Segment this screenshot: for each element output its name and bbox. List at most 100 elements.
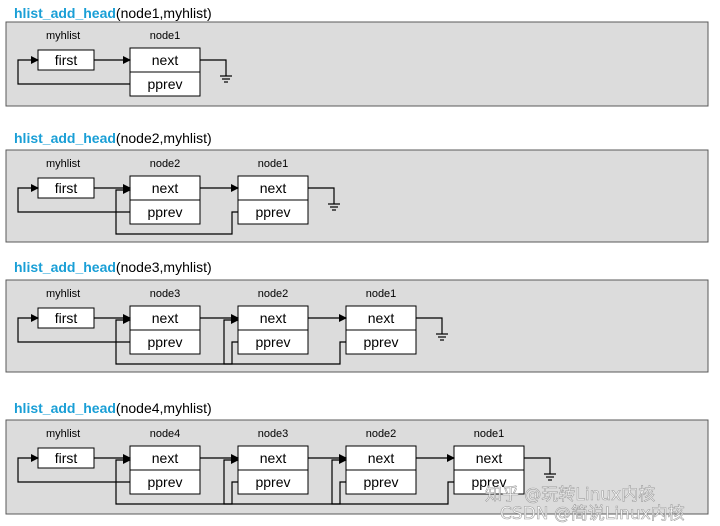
pprev-to-prev-next-arrow — [331, 456, 454, 505]
function-name: hlist_add_head — [14, 400, 116, 416]
panel-title: hlist_add_head(node4,myhlist) — [14, 400, 212, 416]
node-label: node1 — [474, 428, 505, 440]
panel-2: hlist_add_head(node2,myhlist)myhlistfirs… — [5, 130, 709, 243]
function-name: hlist_add_head — [14, 5, 116, 21]
node-label: node1 — [258, 158, 289, 170]
function-args: (node2,myhlist) — [116, 130, 212, 146]
function-args: (node1,myhlist) — [116, 5, 212, 21]
pprev-to-prev-next-arrow — [115, 316, 238, 365]
pprev-to-prev-next-arrow — [115, 186, 238, 235]
pprev-box — [345, 329, 417, 355]
first-field: first — [55, 52, 78, 68]
panel-3: hlist_add_head(node3,myhlist)myhlistfirs… — [5, 259, 709, 373]
panel-background — [5, 149, 709, 243]
pprev-to-first-arrow — [17, 56, 130, 85]
null-pointer-line — [416, 317, 443, 334]
first-field: first — [55, 450, 78, 466]
node-label: node2 — [366, 428, 397, 440]
pprev-to-first-arrow — [17, 314, 130, 343]
next-box — [129, 47, 201, 73]
panel-title: hlist_add_head(node2,myhlist) — [14, 130, 212, 146]
node-node2: node2 next pprev — [345, 428, 417, 495]
pprev-to-first-arrow — [17, 454, 130, 483]
node-node2: node2 next pprev — [237, 288, 309, 355]
function-args: (node4,myhlist) — [116, 400, 212, 416]
next-field: next — [152, 310, 179, 326]
watermark: 知乎 @玩转Linux内核 CSDN @简说Linux内核 — [485, 485, 685, 525]
next-field: next — [152, 180, 179, 196]
node-label: node3 — [258, 428, 289, 440]
pprev-box — [237, 469, 309, 495]
pprev-to-first-arrow — [17, 184, 130, 213]
node-label: node1 — [366, 288, 397, 300]
panel-4: hlist_add_head(node4,myhlist)myhlistfirs… — [5, 400, 709, 515]
function-name: hlist_add_head — [14, 259, 116, 275]
pprev-field: pprev — [147, 474, 182, 490]
node-node1: node1 next pprev — [237, 158, 309, 225]
next-field: next — [368, 450, 395, 466]
pprev-box — [453, 469, 525, 495]
pprev-field: pprev — [363, 474, 398, 490]
pprev-field: pprev — [255, 474, 290, 490]
node-label: node4 — [150, 428, 181, 440]
pprev-box — [129, 329, 201, 355]
next-field: next — [260, 310, 287, 326]
panel-title: hlist_add_head(node1,myhlist) — [14, 5, 212, 21]
null-pointer-line — [308, 187, 335, 204]
next-field: next — [260, 180, 287, 196]
function-name: hlist_add_head — [14, 130, 116, 146]
watermark-line1: 知乎 @玩转Linux内核 — [485, 485, 655, 505]
pprev-field: pprev — [255, 204, 290, 220]
node-label: node3 — [150, 288, 181, 300]
pprev-box — [345, 469, 417, 495]
null-ground-icon — [328, 203, 340, 211]
panel-background — [5, 21, 709, 107]
pprev-box — [237, 329, 309, 355]
next-box — [237, 445, 309, 471]
next-field: next — [368, 310, 395, 326]
null-pointer-line — [524, 457, 551, 474]
pprev-to-prev-next-arrow — [115, 456, 238, 505]
pprev-field: pprev — [147, 334, 182, 350]
head-label: myhlist — [46, 30, 80, 42]
node-label: node1 — [150, 30, 181, 42]
node-node2: node2 next pprev — [129, 158, 201, 225]
node-node1: node1 next pprev — [453, 428, 525, 495]
next-field: next — [152, 450, 179, 466]
node-node3: node3 next pprev — [237, 428, 309, 495]
head-label: myhlist — [46, 428, 80, 440]
next-field: next — [152, 52, 179, 68]
pprev-to-prev-next-arrow — [223, 456, 346, 505]
next-box — [237, 305, 309, 331]
node-node1: node1 next pprev — [345, 288, 417, 355]
panel-title: hlist_add_head(node3,myhlist) — [14, 259, 212, 275]
head-label: myhlist — [46, 158, 80, 170]
pprev-to-prev-next-arrow — [223, 316, 346, 365]
pprev-box — [129, 71, 201, 97]
function-args: (node3,myhlist) — [116, 259, 212, 275]
next-field: next — [260, 450, 287, 466]
pprev-box — [237, 199, 309, 225]
first-field: first — [55, 180, 78, 196]
null-ground-icon — [436, 333, 448, 341]
null-pointer-line — [200, 59, 227, 76]
null-ground-icon — [220, 75, 232, 83]
next-box — [129, 305, 201, 331]
pprev-field: pprev — [363, 334, 398, 350]
pprev-field: pprev — [147, 76, 182, 92]
node-label: node2 — [150, 158, 181, 170]
pprev-field: pprev — [255, 334, 290, 350]
pprev-field: pprev — [471, 474, 506, 490]
panel-1: hlist_add_head(node1,myhlist)myhlistfirs… — [5, 5, 709, 107]
first-field: first — [55, 310, 78, 326]
node-label: node2 — [258, 288, 289, 300]
node-node1: node1 next pprev — [129, 30, 201, 97]
node-node3: node3 next pprev — [129, 288, 201, 355]
null-ground-icon — [544, 473, 556, 481]
next-field: next — [476, 450, 503, 466]
pprev-field: pprev — [147, 204, 182, 220]
head-label: myhlist — [46, 288, 80, 300]
watermark-line2: CSDN @简说Linux内核 — [500, 504, 685, 524]
